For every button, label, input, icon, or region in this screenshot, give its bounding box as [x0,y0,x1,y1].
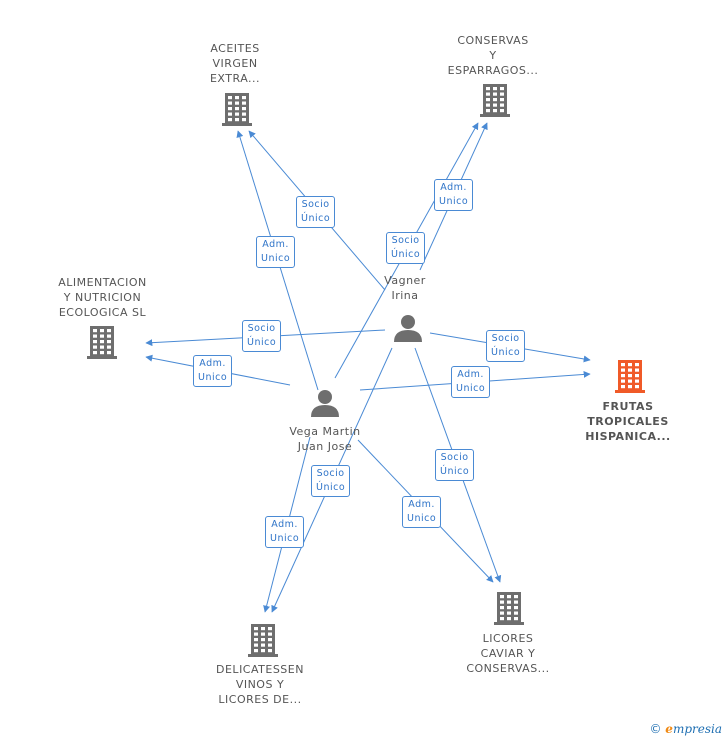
node-label-vega[interactable]: Vega Martin Juan Jose [289,425,361,453]
person-icon-vega[interactable] [311,390,339,417]
node-label-alimentacion[interactable]: ALIMENTACION Y NUTRICION ECOLOGICA SL [58,276,147,319]
building-icon-conservas[interactable] [480,84,510,117]
brand-logo-e: e [665,722,673,736]
building-icon-alimentacion[interactable] [87,326,117,359]
building-icon-frutas[interactable] [615,360,645,393]
node-label-licores[interactable]: LICORES CAVIAR Y CONSERVAS... [466,632,550,675]
edge-label-vega-frutas[interactable]: Adm. Unico [451,366,491,398]
building-icon-delicatessen[interactable] [248,624,278,657]
node-label-aceites[interactable]: ACEITES VIRGEN EXTRA... [209,42,261,85]
edge-label-vega-delicatessen[interactable]: Adm. Unico [265,516,305,548]
person-icon-vagner[interactable] [394,315,422,342]
edge-label-vagner-alimentacion[interactable]: Socio Único [242,320,282,352]
building-icon-licores[interactable] [494,592,524,625]
copyright-symbol: © [649,722,662,736]
edge-label-vega-aceites[interactable]: Adm. Unico [256,236,296,268]
edge-label-vagner-frutas[interactable]: Socio Único [486,330,526,362]
edge-label-vagner-conservas[interactable]: Adm. Unico [434,179,474,211]
edge-label-vega-alimentacion[interactable]: Adm. Unico [193,355,233,387]
edge-label-vega-conservas[interactable]: Socio Único [386,232,426,264]
edge-label-vagner-licores[interactable]: Socio Único [435,449,475,481]
node-label-frutas[interactable]: FRUTAS TROPICALES HISPANICA... [585,400,671,443]
edge-label-vega-licores[interactable]: Adm. Unico [402,496,442,528]
edge-label-vagner-delicatessen[interactable]: Socio Único [311,465,351,497]
footer-brand[interactable]: © empresia [649,722,722,736]
edge-label-vagner-aceites[interactable]: Socio Único [296,196,336,228]
node-label-delicatessen[interactable]: DELICATESSEN VINOS Y LICORES DE... [216,663,304,706]
building-icon-aceites[interactable] [222,93,252,126]
brand-logo-text: mpresia [672,722,722,736]
node-label-vagner[interactable]: Vagner Irina [384,274,426,302]
node-label-conservas[interactable]: CONSERVAS Y ESPARRAGOS... [447,34,539,77]
